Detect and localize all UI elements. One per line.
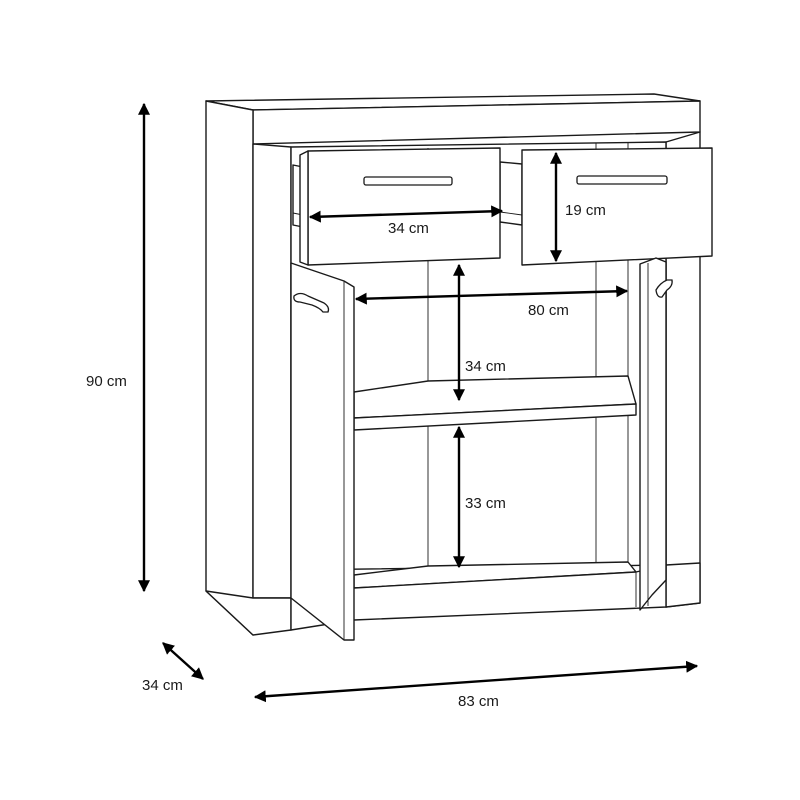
right-drawer-runner bbox=[499, 161, 523, 226]
bottom-base bbox=[290, 564, 667, 631]
right-door-handle bbox=[655, 279, 673, 298]
right-drawer bbox=[521, 147, 713, 266]
width-label: 83 cm bbox=[458, 693, 499, 710]
left-plinth bbox=[205, 590, 292, 636]
drawer-width-arrow bbox=[308, 205, 504, 223]
left-door-handle bbox=[293, 292, 330, 313]
right-drawer-handle bbox=[576, 175, 668, 185]
left-drawer bbox=[299, 147, 501, 266]
depth-arrow bbox=[162, 642, 204, 680]
left-front-edge bbox=[252, 143, 292, 599]
right-door bbox=[639, 257, 673, 611]
width-arrow bbox=[253, 660, 699, 703]
upper-shelf-height-label: 34 cm bbox=[465, 358, 506, 375]
drawer-height-label: 19 cm bbox=[565, 202, 606, 219]
left-drawer-handle bbox=[363, 176, 453, 186]
height-label: 90 cm bbox=[86, 373, 127, 390]
depth-label: 34 cm bbox=[142, 677, 183, 694]
right-plinth bbox=[665, 562, 701, 608]
lower-shelf-height-label: 33 cm bbox=[465, 495, 506, 512]
left-door bbox=[290, 262, 355, 641]
inner-width-label: 80 cm bbox=[528, 302, 569, 319]
inner-width-arrow bbox=[354, 285, 629, 305]
drawer-width-label: 34 cm bbox=[388, 220, 429, 237]
dimension-arrows bbox=[138, 102, 699, 703]
left-side-panel bbox=[205, 100, 254, 636]
dimension-labels: 90 cm 34 cm 83 cm 34 cm 19 cm 80 cm 34 c… bbox=[86, 202, 606, 710]
